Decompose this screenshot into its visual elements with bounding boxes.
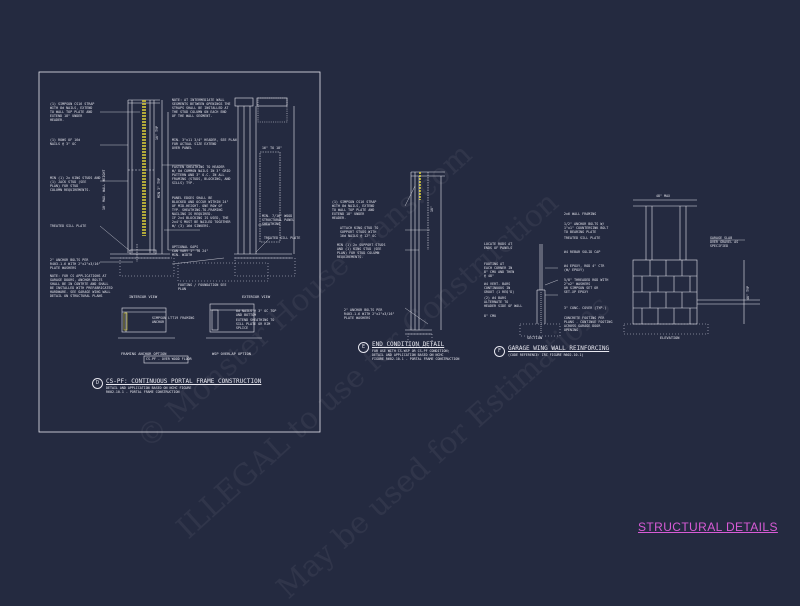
f-note-locate: LOCATE RODS AT ENDS OF PANELS: [484, 242, 513, 250]
note-sill: TREATED SILL PLATE: [50, 224, 87, 228]
dim-panel: 16" TO 18": [262, 146, 283, 150]
note-structural-panel: MIN. 7/16" WOOD STRUCTURAL PANEL SHEATHI…: [262, 214, 295, 226]
f-note-garage-slab: GARAGE SLAB OVER GRAVEL AS SPECIFIED: [710, 236, 739, 248]
note-intermediate: NOTE: AT INTERMEDIATE WALL SEGMENTS BETW…: [172, 98, 231, 118]
framing-anchor-label: FRAMING ANCHOR OPTION: [121, 352, 167, 356]
e-note-min-support: MIN (1) 2x SUPPORT STUDS AND (1) KING ST…: [337, 243, 386, 259]
section-label: SECTION: [527, 336, 543, 340]
f-dim-typ: 48" TYP: [746, 285, 750, 300]
interior-view-drawing: [110, 99, 269, 282]
f-dim-max: 48" MAX: [656, 194, 671, 198]
f-note-treated: TREATED SILL PLATE: [564, 236, 601, 240]
f-note-simpson: #4 REBAR SOLID CAP: [564, 250, 601, 254]
f-note-bars2: (2) #4 BARS ALTERNATE TO HEADER SIDE OF …: [484, 296, 523, 308]
cs-pf-box: [143, 355, 189, 364]
f-note-threaded: 5/8" THREADED ROD WITH 2"x2" WASHERS OR …: [564, 278, 609, 294]
elevation-label: ELEVATION: [660, 336, 680, 340]
note-extend-sheathing: EXTEND SHEATHING TO SILL PLATE OR RIM SP…: [236, 318, 275, 330]
framing-anchor-option-drawing: [118, 307, 175, 339]
wing-wall-elevation-drawing: [623, 199, 760, 335]
e-note-anchor: 2" ANCHOR BOLTS PER R403.1.6 WITH 2"x2"x…: [344, 308, 395, 320]
note-header: MIN. 3"x11 3/4" HEADER, SEE PLAN FOR ACT…: [172, 138, 237, 150]
note-fasten: FASTEN SHEATHING TO HEADER W/ 8d COMMON …: [172, 165, 231, 185]
detail-d-frame: [38, 71, 321, 433]
note-garage: NOTE: FOR CS APPLICATIONS AT GARAGE DOOR…: [50, 274, 113, 298]
detail-f-title: GARAGE WING WALL REINFORCING: [508, 345, 610, 352]
note-king: MIN (1) 2x KING STUDS AND (1) JACK STUD …: [50, 176, 101, 192]
dim-beam: 16" TYP: [155, 125, 159, 140]
detail-f-marker: F: [494, 346, 505, 357]
note-rows: (1) ROWS OF 16d NAILS @ 3" OC: [50, 138, 81, 146]
note-treated-sill-ext: TREATED SILL PLATE: [264, 236, 301, 240]
f-dim8: 8" CMU: [484, 314, 497, 318]
f-note-wall-framing: 2x6 WALL FRAMING: [564, 212, 597, 216]
note-gap: OPTIONAL GAPS CAN VARY 1" TO 24" MIN. WI…: [172, 245, 209, 257]
e-dim: 16": [430, 205, 434, 212]
note-strap-anchor: SIMPSON LTT19 FRAMING ANCHOR: [152, 316, 195, 324]
note-footing: FOOTING / FOUNDATION SEE PLAN: [178, 283, 227, 291]
interior-view-label: INTERIOR VIEW: [129, 295, 158, 299]
leader-lines: [99, 111, 745, 325]
detail-e-marker: E: [358, 342, 369, 353]
e-note-attach: ATTACH KING STUD TO SUPPORT STUDS WITH 1…: [340, 226, 379, 238]
note-anchor: 2" ANCHOR BOLTS PER R403.1.6 WITH 2"x2"x…: [50, 258, 101, 270]
cs-pf-box-label: CS-PF - OVER WOOD FLOOR: [146, 357, 192, 361]
f-note-rebar: #4 VERT. BARS CONTINUOUS IN GROUT (1 REQ…: [484, 282, 515, 294]
interior-yellow-strap: [142, 100, 146, 236]
wsp-overlap-option-drawing: [206, 303, 262, 339]
end-condition-drawing: [405, 171, 445, 347]
detail-d-marker: D: [92, 378, 103, 389]
detail-f-subtitle: (CODE REFERENCE: IRC FIGURE R602.10.1): [508, 353, 584, 357]
exterior-view-label: EXTERIOR VIEW: [242, 295, 271, 299]
e-note-strap: (1) SIMPSON CS16 STRAP WITH 8d NAILS, EX…: [332, 200, 377, 220]
f-note-top-plate: 1/2" ANCHOR BOLTS W/ 1"x1" COUNTERSINK B…: [564, 222, 609, 234]
wsp-overlap-label: WSP OVERLAP OPTION: [212, 352, 251, 356]
note-nails-top: 8d NAILS @ 3" OC TOP AND BOTTOM: [236, 309, 277, 317]
wing-wall-section-drawing: [519, 244, 561, 337]
detail-d-subtitle: DETAIL AND APPLICATION BASED ON NCHC FIG…: [106, 386, 192, 394]
f-note-epoxy: #4 EPOXY, ROD 4" CTR (W/ EPOXY): [564, 264, 605, 272]
sheet-title-link[interactable]: STRUCTURAL DETAILS: [638, 520, 778, 534]
f-note-conc-cover: 3" CONC. COVER (TYP.): [564, 306, 607, 310]
detail-e-title: END CONDITION DETAIL: [372, 341, 445, 348]
detail-d-title: CS-PF: CONTINUOUS PORTAL FRAME CONSTRUCT…: [106, 378, 262, 385]
dim-height: 10' MAX. WALL HEIGHT: [102, 169, 106, 210]
f-note-footing-at: FOOTING AT EACH CORNER IN 8" CMU AND THE…: [484, 262, 515, 278]
exterior-view-drawing: [234, 97, 296, 277]
note-panel: PANEL EDGES SHALL BE BLOCKED AND OCCUR W…: [172, 196, 231, 228]
note-strap: (1) SIMPSON CS16 STRAP WITH 8d NAILS, EX…: [50, 102, 95, 122]
detail-e-subtitle: FOR USE WITH CS-WSP OR CS-PF CONDITION; …: [372, 349, 460, 361]
f-note-concrete-footing: CONCRETE FOOTING PER PLANS - CONTINUE FO…: [564, 316, 613, 332]
dim-min: MIN 3" TYP: [157, 177, 161, 198]
